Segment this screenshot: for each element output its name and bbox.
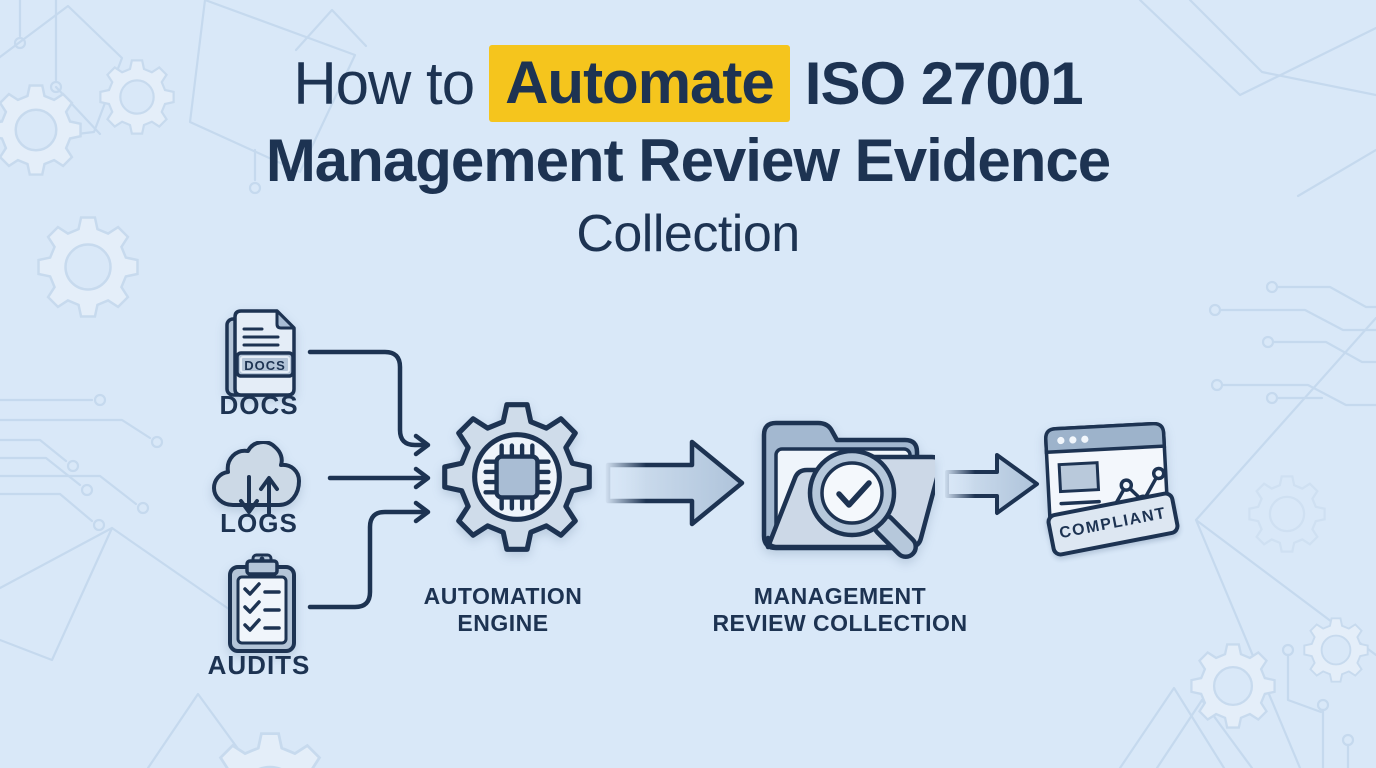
title-prefix: How to — [293, 49, 475, 117]
engine-label-line2: ENGINE — [457, 610, 549, 636]
audits-label: AUDITS — [207, 650, 311, 680]
cloud-sync-icon — [212, 441, 301, 515]
title-highlight: Automate — [489, 44, 790, 122]
document-stack-icon: DOCS — [225, 309, 296, 397]
title-suffix: ISO 27001 — [804, 49, 1084, 117]
folder-magnifier-icon — [761, 420, 935, 559]
logs-label: LOGS — [220, 508, 298, 538]
collection-label-line2: REVIEW COLLECTION — [712, 610, 968, 636]
page-title: How to Automate ISO 27001 Management Rev… — [0, 44, 1376, 272]
report-node: COMPLIANT — [1040, 420, 1188, 570]
title-line-1: How to Automate ISO 27001 — [0, 44, 1376, 122]
title-line-2: Management Review Evidence — [265, 127, 1111, 194]
docs-badge-label: DOCS — [244, 358, 286, 373]
flow-arrow-1 — [604, 439, 745, 527]
docs-label: DOCS — [219, 390, 299, 420]
connector-arrows — [307, 349, 431, 610]
collection-label-line1: MANAGEMENT — [753, 583, 927, 609]
engine-label-line1: AUTOMATION — [423, 583, 583, 609]
gear-decoration-icon — [0, 59, 1369, 768]
clipboard-checklist-icon — [228, 553, 296, 653]
gear-chip-icon — [440, 400, 594, 554]
report-window-icon — [1044, 422, 1170, 535]
title-line-3: Collection — [576, 205, 800, 263]
collection-label: MANAGEMENT REVIEW COLLECTION — [700, 583, 980, 637]
flow-arrow-2 — [943, 453, 1039, 515]
engine-label: AUTOMATION ENGINE — [392, 583, 614, 637]
